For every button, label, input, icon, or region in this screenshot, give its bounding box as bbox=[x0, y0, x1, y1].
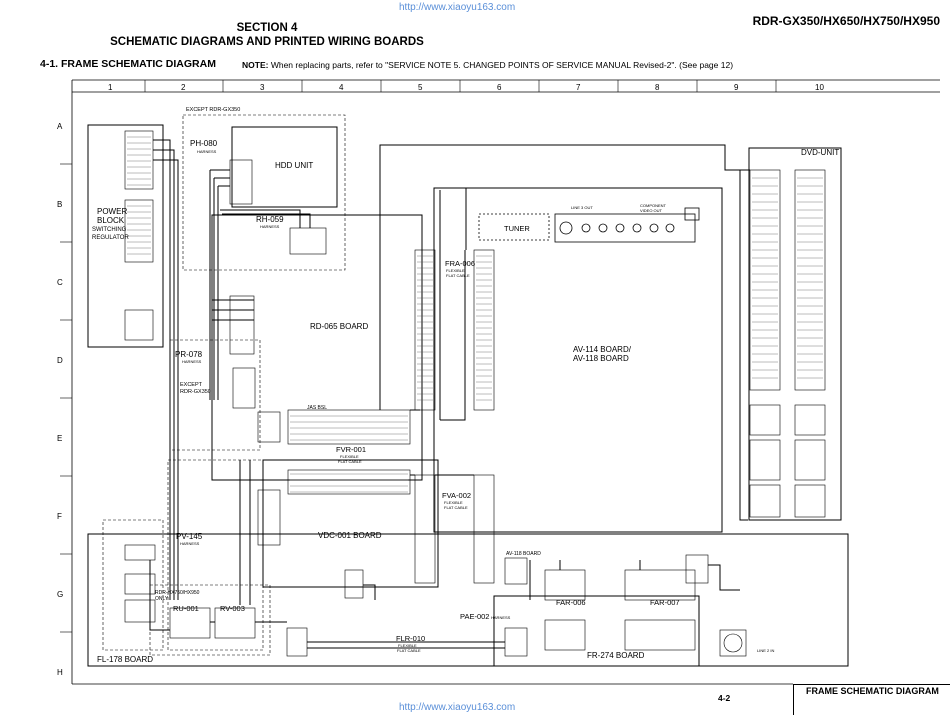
col-6: 6 bbox=[497, 83, 502, 92]
label-pv145: PV-145 bbox=[176, 532, 203, 541]
label-regulator: REGULATOR bbox=[92, 235, 129, 241]
label-rh059-harness: HARNESS bbox=[260, 224, 280, 229]
col-9: 9 bbox=[734, 83, 739, 92]
av114-outline bbox=[433, 187, 723, 533]
col-7: 7 bbox=[576, 83, 581, 92]
label-hx-only-2: ONLY bbox=[155, 596, 169, 602]
label-line2-in: LINE 2 IN bbox=[757, 648, 774, 653]
service-note: NOTE: When replacing parts, refer to "SE… bbox=[242, 60, 733, 70]
power-block-outline bbox=[87, 124, 164, 348]
row-e: E bbox=[57, 434, 62, 443]
row-c: C bbox=[57, 278, 63, 287]
label-flr010-flexible: FLEXIBLE bbox=[398, 643, 417, 648]
label-power: POWER bbox=[97, 207, 127, 216]
note-text: When replacing parts, refer to "SERVICE … bbox=[268, 60, 734, 70]
rd065-outline bbox=[211, 214, 423, 481]
label-pr078-harness: HARNESS bbox=[182, 359, 202, 364]
row-a: A bbox=[57, 122, 63, 131]
label-av118: AV-118 BOARD bbox=[573, 354, 629, 363]
connectors bbox=[124, 130, 826, 657]
hdd-unit-outline bbox=[231, 126, 338, 208]
label-fvr001-flat: FLAT CABLE bbox=[338, 459, 362, 464]
label-hx-only-1: RDR-HX750/HX950 bbox=[155, 590, 200, 596]
label-pae002-harness: HARNESS bbox=[491, 615, 511, 620]
label-except-gx350: EXCEPT RDR-GX350 bbox=[186, 107, 240, 113]
label-fvr001-flexible: FLEXIBLE bbox=[340, 454, 359, 459]
grid-frame bbox=[60, 79, 940, 685]
label-far006: FAR-006 bbox=[556, 598, 586, 607]
label-tuner: TUNER bbox=[504, 224, 530, 233]
footer-box bbox=[793, 684, 950, 715]
label-fva002-flat: FLAT CABLE bbox=[444, 505, 468, 510]
label-flr010: FLR-010 bbox=[396, 634, 425, 643]
label-line3-out: LINE 3 OUT bbox=[571, 205, 593, 210]
wiring bbox=[149, 139, 750, 649]
label-rh059: RH-059 bbox=[256, 215, 284, 224]
board-outlines bbox=[87, 124, 849, 667]
col-3: 3 bbox=[260, 83, 265, 92]
col-2: 2 bbox=[181, 83, 186, 92]
col-5: 5 bbox=[418, 83, 423, 92]
label-pv145-harness: HARNESS bbox=[180, 541, 200, 546]
label-fva002-flexible: FLEXIBLE bbox=[444, 500, 463, 505]
label-fva002: FVA-002 bbox=[442, 491, 471, 500]
label-ph080: PH-080 bbox=[190, 139, 218, 148]
label-fr274: FR-274 BOARD bbox=[587, 651, 645, 660]
label-gx350: RDR-GX350 bbox=[180, 389, 211, 395]
col-4: 4 bbox=[339, 83, 344, 92]
label-switching: SWITCHING bbox=[92, 227, 127, 233]
section-title: SCHEMATIC DIAGRAMS AND PRINTED WIRING BO… bbox=[110, 36, 424, 48]
label-rv003: RV-003 bbox=[220, 604, 245, 613]
vdc001-outline bbox=[262, 459, 439, 588]
col-10: 10 bbox=[815, 83, 824, 92]
label-hdd-unit: HDD UNIT bbox=[275, 161, 313, 170]
label-component: COMPONENT bbox=[640, 203, 667, 208]
label-fra006-flexible: FLEXIBLE bbox=[446, 268, 465, 273]
label-far007: FAR-007 bbox=[650, 598, 680, 607]
label-vdc001: VDC-001 BOARD bbox=[318, 531, 382, 540]
section-number: SECTION 4 bbox=[236, 22, 298, 34]
row-b: B bbox=[57, 200, 62, 209]
label-av114: AV-114 BOARD/ bbox=[573, 345, 632, 354]
col-8: 8 bbox=[655, 83, 660, 92]
col-1: 1 bbox=[108, 83, 113, 92]
label-av118-small: AV-118 BOARD bbox=[506, 551, 541, 557]
row-d: D bbox=[57, 356, 63, 365]
label-pr078: PR-078 bbox=[175, 350, 203, 359]
watermark-top: http://www.xiaoyu163.com bbox=[399, 2, 516, 13]
label-fvr001: FVR-001 bbox=[336, 445, 366, 454]
row-g: G bbox=[57, 590, 63, 599]
model-number: RDR-GX350/HX650/HX750/HX950 bbox=[752, 14, 940, 28]
tuner-block bbox=[478, 207, 700, 243]
label-block: BLOCK bbox=[97, 216, 125, 225]
diagram-subtitle: 4-1. FRAME SCHEMATIC DIAGRAM bbox=[40, 58, 216, 70]
label-except: EXCEPT bbox=[180, 382, 203, 388]
fr274-outline bbox=[493, 595, 700, 667]
label-rd065: RD-065 BOARD bbox=[310, 322, 368, 331]
label-ph080-harness: HARNESS bbox=[197, 149, 217, 154]
note-label: NOTE: bbox=[242, 60, 269, 70]
row-h: H bbox=[57, 668, 63, 677]
label-pae002: PAE-002 bbox=[460, 612, 489, 621]
label-fra006-flat: FLAT CABLE bbox=[446, 273, 470, 278]
page-number: 4-2 bbox=[718, 693, 731, 703]
label-jas-bsl: JAS BSL bbox=[307, 405, 327, 411]
label-dvd-unit: DVD-UNIT bbox=[801, 148, 839, 157]
dvd-unit-outline bbox=[748, 147, 842, 521]
watermark-bottom: http://www.xiaoyu163.com bbox=[399, 702, 516, 713]
label-flr010-flat: FLAT CABLE bbox=[397, 648, 421, 653]
fl178-outline bbox=[87, 533, 849, 667]
label-ru001: RU-001 bbox=[173, 604, 199, 613]
pin-stripes bbox=[127, 136, 823, 493]
label-fra006: FRA-006 bbox=[445, 259, 475, 268]
label-fl178: FL-178 BOARD bbox=[97, 655, 153, 664]
footer-title: FRAME SCHEMATIC DIAGRAM bbox=[806, 686, 939, 696]
row-f: F bbox=[57, 512, 62, 521]
label-video-out: VIDEO OUT bbox=[640, 208, 663, 213]
